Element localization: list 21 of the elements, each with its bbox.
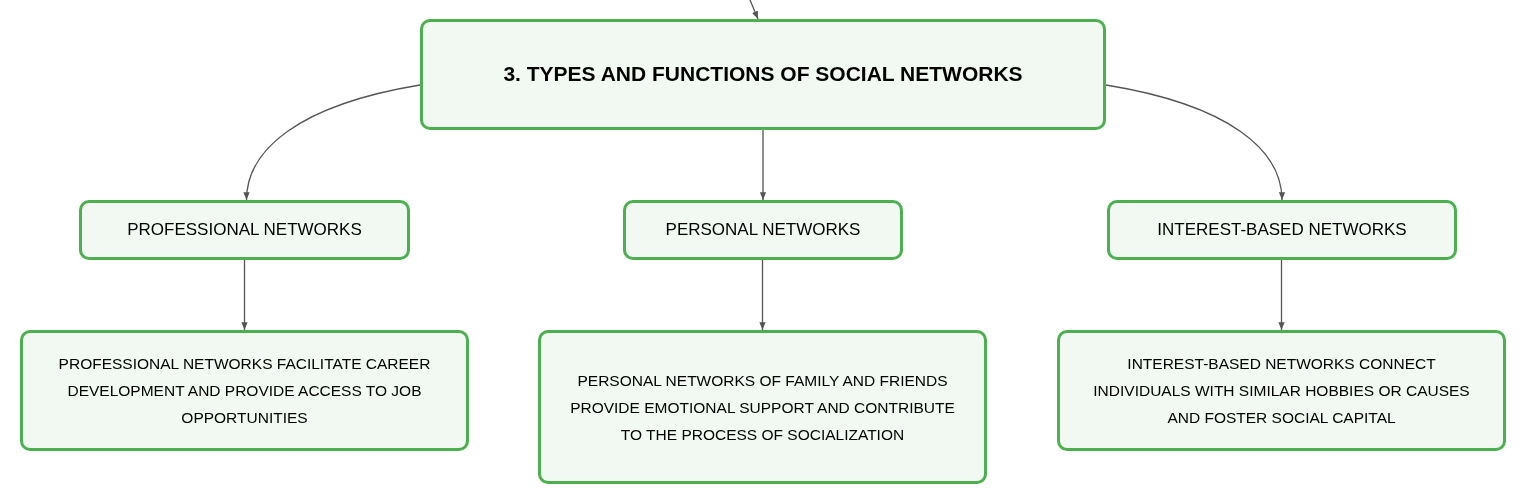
box-text: INTEREST-BASED NETWORKS CONNECT INDIVIDUALS WITH SIMILAR HOBBIES OR CAUSES AND FOSTER SOCIAL CAPITAL (1092, 354, 1471, 428)
box-text: INTEREST-BASED NETWORKS (1157, 219, 1407, 242)
description-box (20, 330, 469, 451)
box-text: PERSONAL NETWORKS OF FAMILY AND FRIENDS PROVIDE EMOTIONAL SUPPORT AND CONTRIBUTE TO THE PROCESS OF SOCIALIZATION (569, 370, 956, 445)
category-box (1107, 200, 1457, 260)
connector-arrow (241, 259, 248, 331)
category-box (623, 200, 903, 260)
box-text: PROFESSIONAL NETWORKS (127, 219, 362, 242)
description-box (538, 330, 987, 484)
box-text: PROFESSIONAL NETWORKS FACILITATE CAREER DEVELOPMENT AND PROVIDE ACCESS TO JOB OPPORTUNITIES (57, 354, 432, 428)
description-box (1057, 330, 1506, 451)
box-text: PERSONAL NETWORKS (665, 219, 861, 242)
connector-arrow (759, 259, 766, 331)
connector-arrow (749, 0, 759, 20)
topic-title: 3. TYPES AND FUNCTIONS OF SOCIAL NETWORKS (503, 61, 1023, 88)
connector-arrow (1278, 259, 1285, 331)
connector-arrow (1105, 84, 1285, 201)
category-box (79, 200, 410, 260)
connector-arrow (244, 84, 421, 201)
connector-arrow (759, 129, 767, 201)
topic-box (420, 19, 1106, 130)
